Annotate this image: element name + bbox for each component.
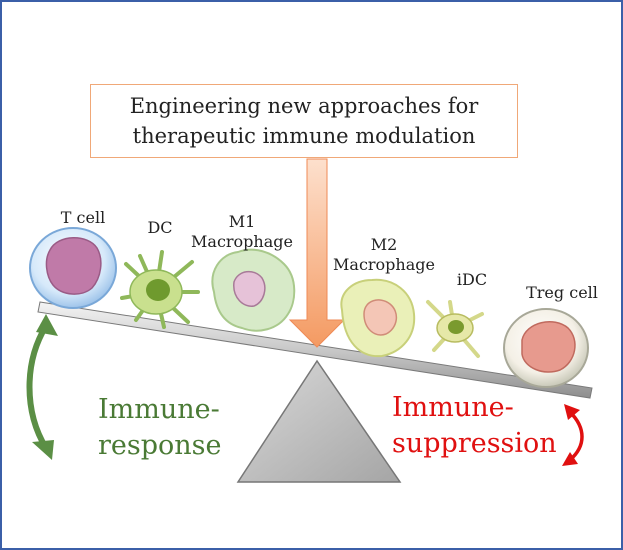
m2-label-line-1: M2 — [370, 235, 398, 254]
idc-label: iDC — [456, 270, 488, 289]
immature-dc-body — [436, 313, 474, 343]
red-double-arrow-icon — [562, 404, 584, 466]
t-cell-label: T cell — [60, 208, 106, 227]
m2-macrophage-icon — [340, 278, 416, 358]
title-box: Engineering new approaches for therapeut… — [90, 84, 518, 158]
down-arrow-icon — [288, 158, 346, 348]
balance-beam — [37, 301, 593, 399]
m1-macrophage-icon — [211, 248, 296, 332]
m1-label-line-2: Macrophage — [191, 232, 293, 251]
m1-macrophage-label: M1 Macrophage — [182, 212, 302, 252]
title-line-2: therapeutic immune modulation — [132, 124, 476, 148]
immune-response-line-2: response — [98, 430, 222, 461]
dc-label: DC — [147, 218, 173, 237]
t-cell-icon — [29, 227, 117, 309]
treg-cell-icon — [503, 308, 589, 388]
immune-suppression-label: Immune- suppression — [392, 390, 572, 462]
title-line-1: Engineering new approaches for — [129, 94, 479, 118]
dendritic-cell-body — [129, 269, 183, 315]
green-double-arrow-icon — [26, 314, 58, 460]
m1-label-line-1: M1 — [228, 212, 256, 231]
immune-suppression-line-2: suppression — [392, 428, 557, 459]
m2-label-line-2: Macrophage — [333, 255, 435, 274]
treg-cell-label: Treg cell — [526, 283, 598, 302]
immune-suppression-line-1: Immune- — [392, 392, 514, 423]
immune-response-label: Immune- response — [98, 392, 258, 464]
m2-macrophage-label: M2 Macrophage — [324, 235, 444, 275]
fulcrum-triangle — [236, 359, 402, 483]
immune-response-line-1: Immune- — [98, 394, 220, 425]
